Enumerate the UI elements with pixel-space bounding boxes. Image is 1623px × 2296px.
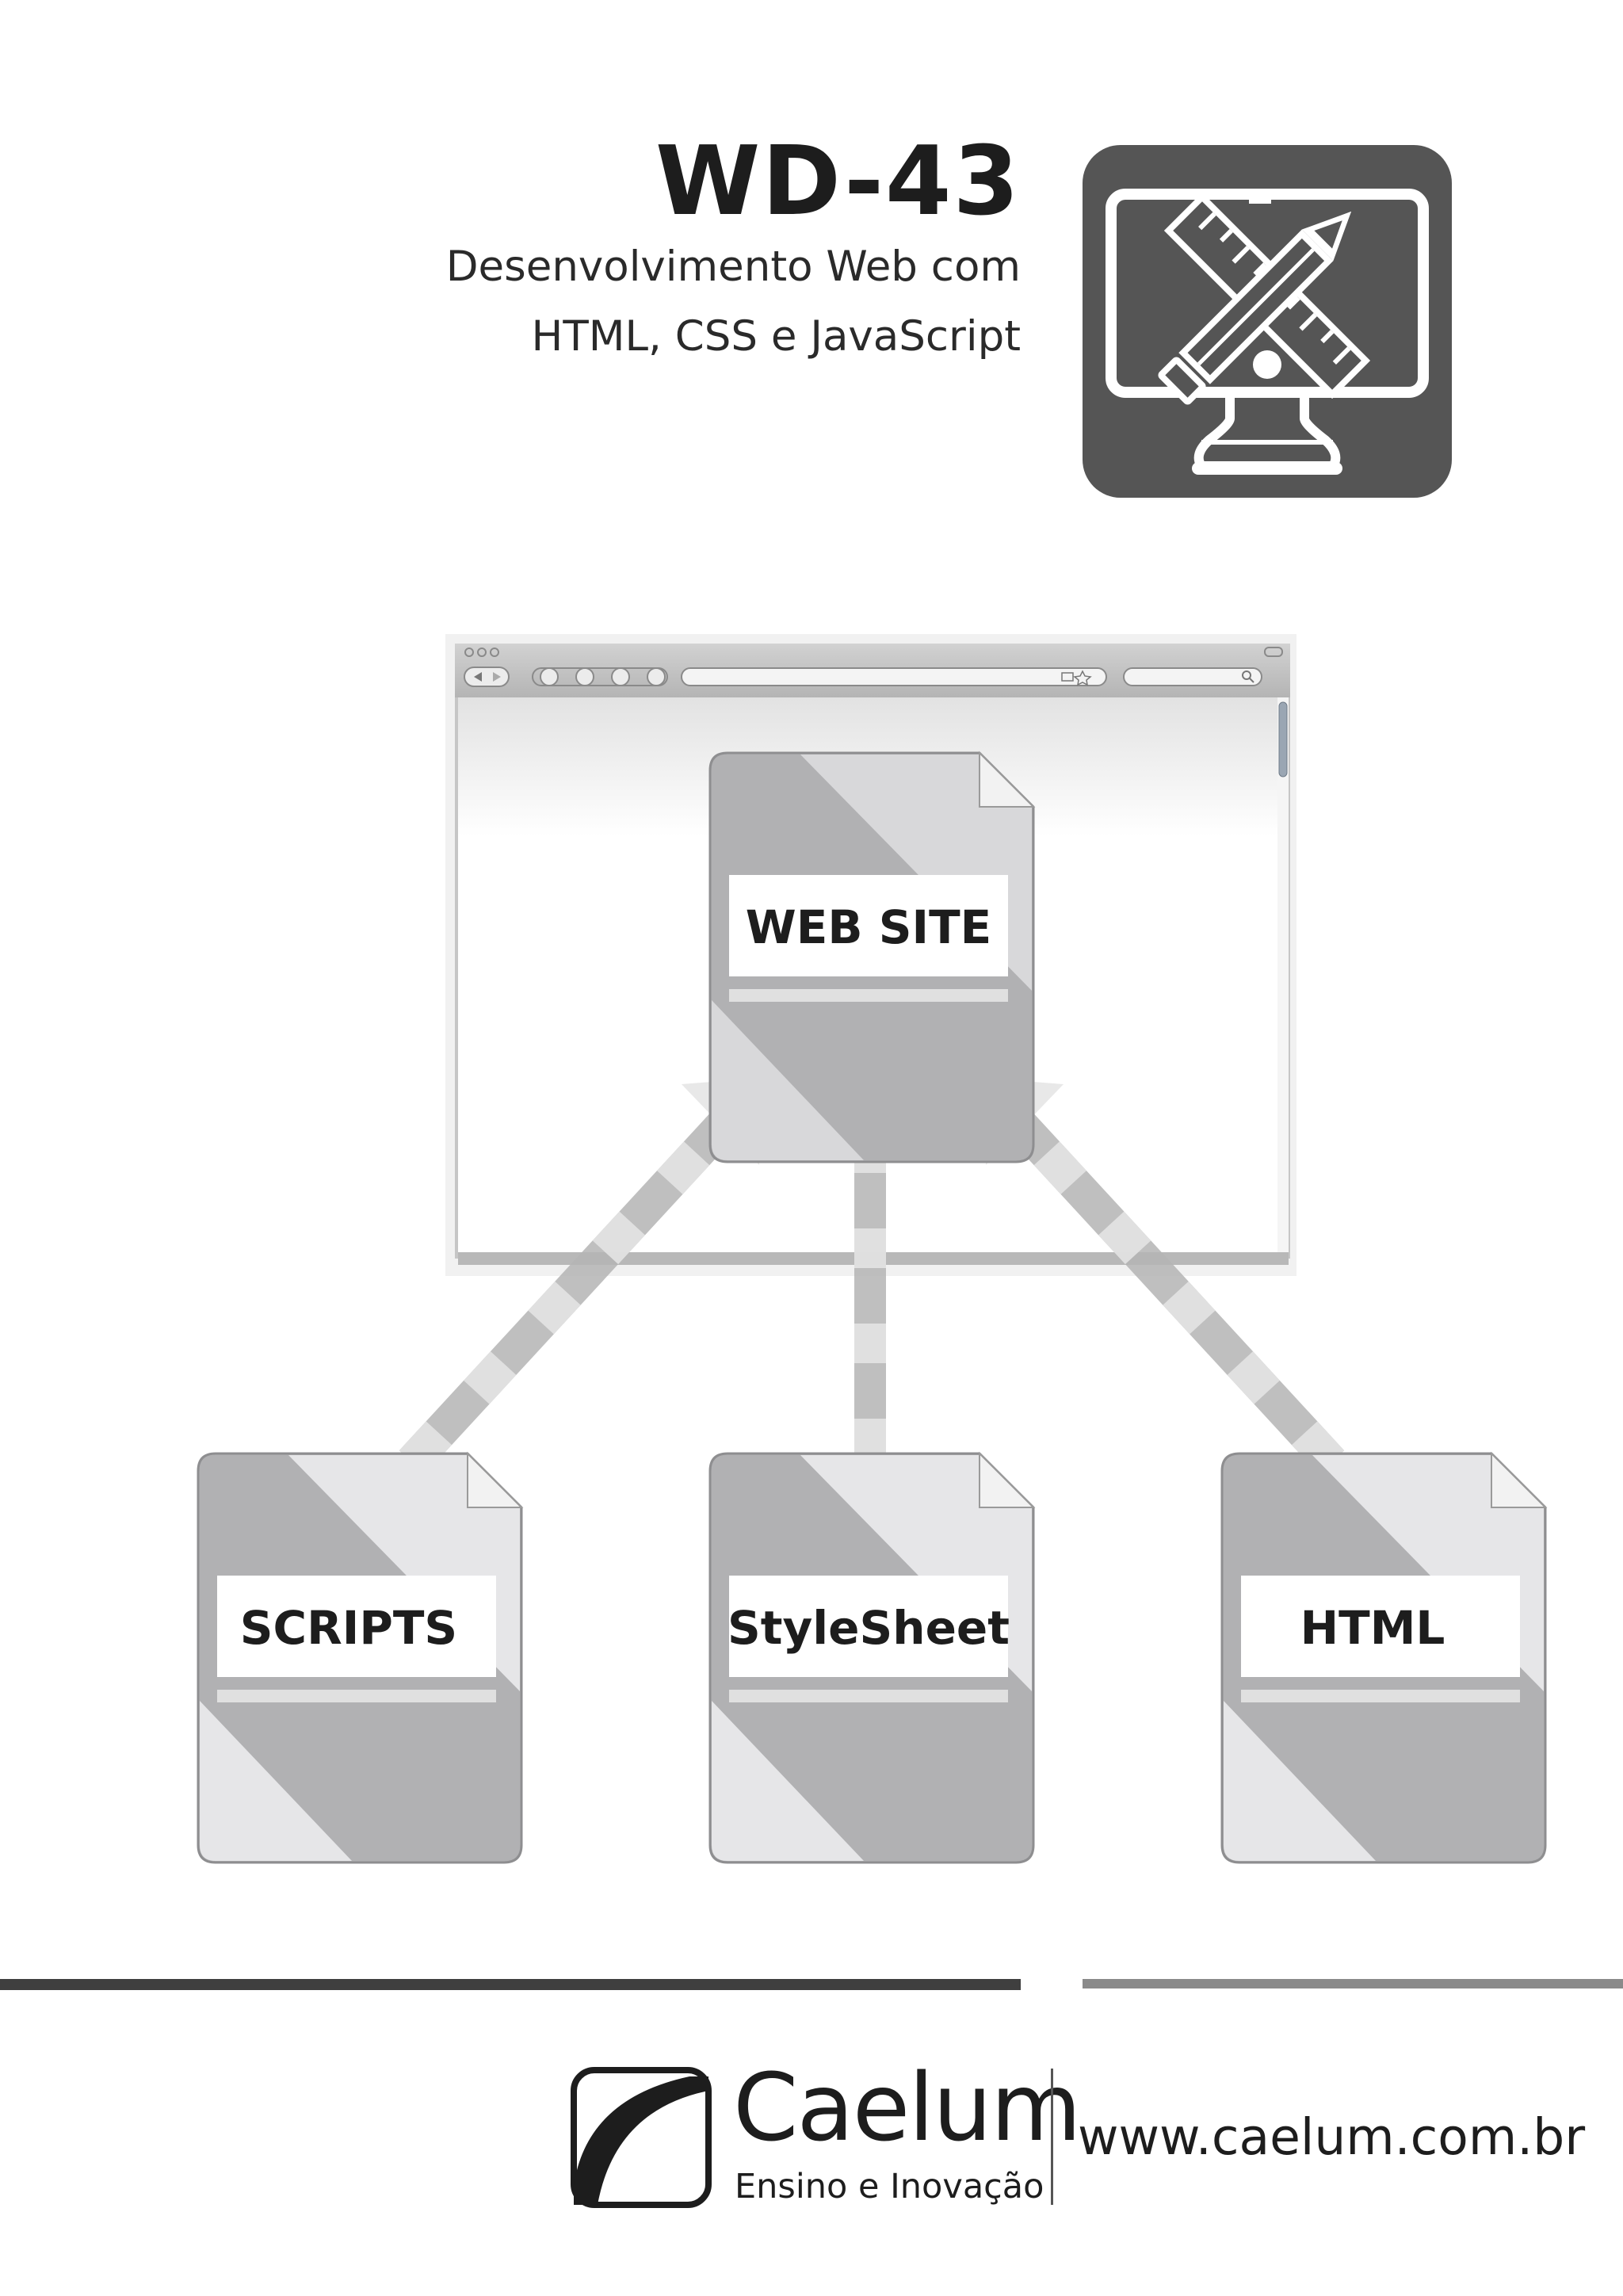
footer-divider xyxy=(1051,2069,1053,2205)
course-subtitle-line-2: HTML, CSS e JavaScript xyxy=(531,312,1021,361)
html-document-icon: HTML xyxy=(1220,1451,1548,1864)
footer-rule-left xyxy=(0,1979,1021,1990)
caelum-logo-icon xyxy=(571,2067,712,2208)
html-document-label: HTML xyxy=(1300,1601,1445,1655)
course-code-title: WD-43 xyxy=(655,127,1021,237)
brand-name: Caelum xyxy=(733,2053,1082,2162)
monitor-pencil-ruler-icon xyxy=(1083,145,1452,498)
footer-rule-right xyxy=(1083,1979,1623,1988)
scripts-document-icon: SCRIPTS xyxy=(197,1451,524,1864)
scripts-document-label: SCRIPTS xyxy=(240,1601,457,1655)
stylesheet-document-icon: StyleSheet xyxy=(708,1451,1036,1864)
stylesheet-document-label: StyleSheet xyxy=(727,1601,1010,1655)
course-subtitle-line-1: Desenvolvimento Web com xyxy=(445,243,1021,291)
website-url[interactable]: www.caelum.com.br xyxy=(1078,2108,1586,2166)
brand-tagline: Ensino e Inovação xyxy=(735,2167,1044,2206)
website-document-icon: WEB SITE xyxy=(708,751,1036,1163)
website-document-label: WEB SITE xyxy=(746,900,992,954)
